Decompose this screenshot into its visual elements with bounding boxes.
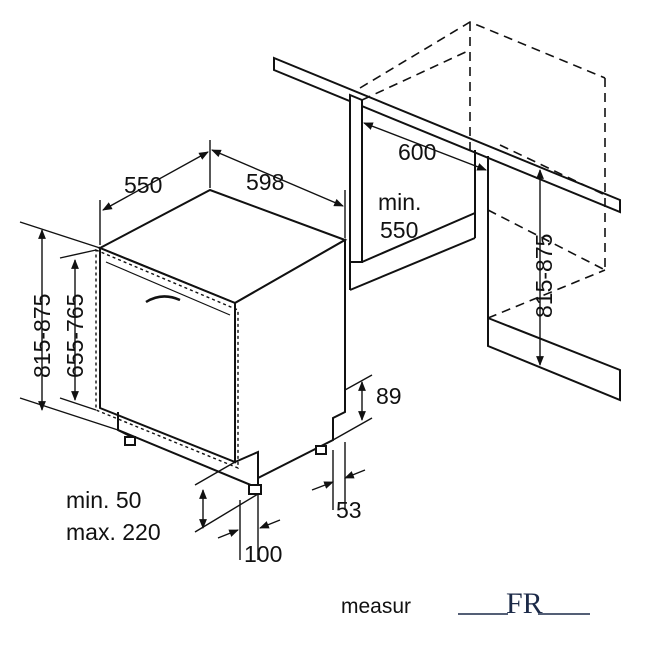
label-door-overhang: 100	[244, 541, 282, 567]
label-plinth-height: 89	[376, 383, 402, 409]
dimension-lines	[19, 122, 544, 560]
label-door-gap-max: max. 220	[66, 519, 161, 545]
label-niche-height: 815-875	[531, 234, 557, 318]
brand-logo: FR	[458, 587, 590, 620]
label-appliance-depth: 550	[124, 172, 162, 198]
logo-lettering: FR	[506, 587, 543, 620]
footer: measur FR	[341, 587, 590, 620]
label-plinth-depth: 53	[336, 497, 362, 523]
label-niche-width: 600	[398, 139, 436, 165]
label-appliance-height: 815-875	[29, 294, 55, 378]
caption-cutoff-mask	[446, 595, 454, 619]
label-appliance-width: 598	[246, 169, 284, 195]
label-door-height: 655-765	[62, 294, 88, 378]
label-door-gap-min: min. 50	[66, 487, 141, 513]
rear-foot	[315, 445, 327, 455]
footer-caption: measur	[341, 595, 411, 618]
dishwasher-body	[95, 188, 348, 495]
front-foot-left	[124, 436, 136, 446]
label-niche-depth-value: 550	[380, 217, 418, 243]
label-niche-depth-min: min.	[378, 189, 421, 215]
door-handle	[145, 295, 181, 304]
front-foot-right	[248, 484, 262, 495]
